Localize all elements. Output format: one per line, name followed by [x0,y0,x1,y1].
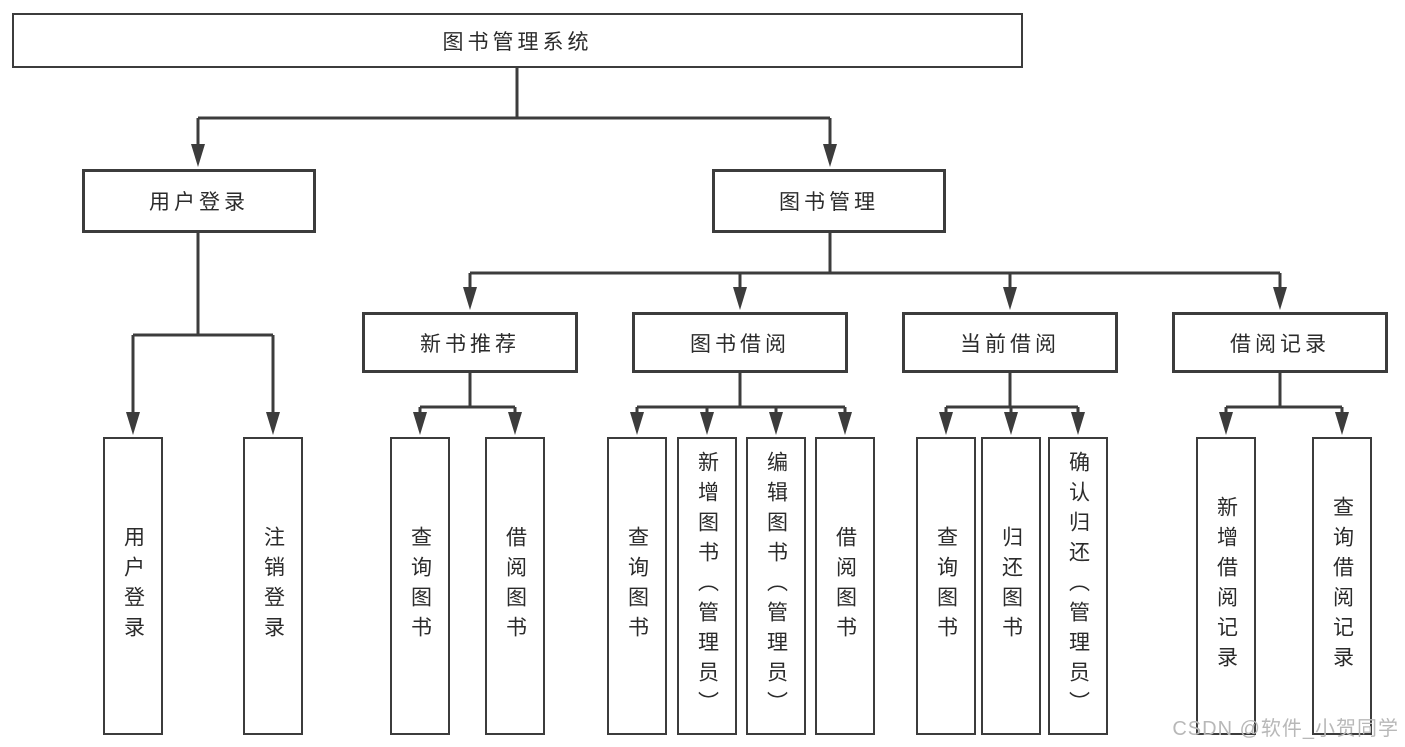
node-user-login: 用户登录 [82,169,316,233]
csdn-watermark: CSDN @软件_小贺同学 [1172,718,1399,740]
node-label: 新增图书（管理员） [695,451,719,721]
node-book-management: 图书管理 [712,169,946,233]
node-book-management-system: 图书管理系统 [12,13,1023,68]
node-label: 查询图书 [934,526,958,646]
node-label: 用户登录 [121,526,145,646]
node-label: 归还图书 [999,526,1023,646]
node-label: 查询图书 [625,526,649,646]
node-book-borrowing: 图书借阅 [632,312,848,373]
node-query-books-borrow: 查询图书 [607,437,667,735]
node-confirm-return-admin: 确认归还（管理员） [1048,437,1108,735]
node-query-books-current: 查询图书 [916,437,976,735]
node-query-borrow-record: 查询借阅记录 [1312,437,1372,735]
node-query-books-recommend: 查询图书 [390,437,450,735]
node-add-borrow-record: 新增借阅记录 [1196,437,1256,735]
node-label: 查询图书 [408,526,432,646]
node-user-login-action: 用户登录 [103,437,163,735]
node-label: 新增借阅记录 [1214,496,1238,676]
node-label: 确认归还（管理员） [1066,451,1090,721]
node-borrow-books-action: 借阅图书 [815,437,875,735]
node-borrowing-records: 借阅记录 [1172,312,1388,373]
node-edit-book-admin: 编辑图书（管理员） [746,437,806,735]
node-logout: 注销登录 [243,437,303,735]
node-label: 编辑图书（管理员） [764,451,788,721]
node-add-book-admin: 新增图书（管理员） [677,437,737,735]
node-label: 借阅图书 [503,526,527,646]
node-label: 注销登录 [261,526,285,646]
node-label: 借阅图书 [833,526,857,646]
node-borrow-books-recommend: 借阅图书 [485,437,545,735]
node-label: 查询借阅记录 [1330,496,1354,676]
node-return-book: 归还图书 [981,437,1041,735]
node-current-borrowing: 当前借阅 [902,312,1118,373]
node-new-book-recommend: 新书推荐 [362,312,578,373]
